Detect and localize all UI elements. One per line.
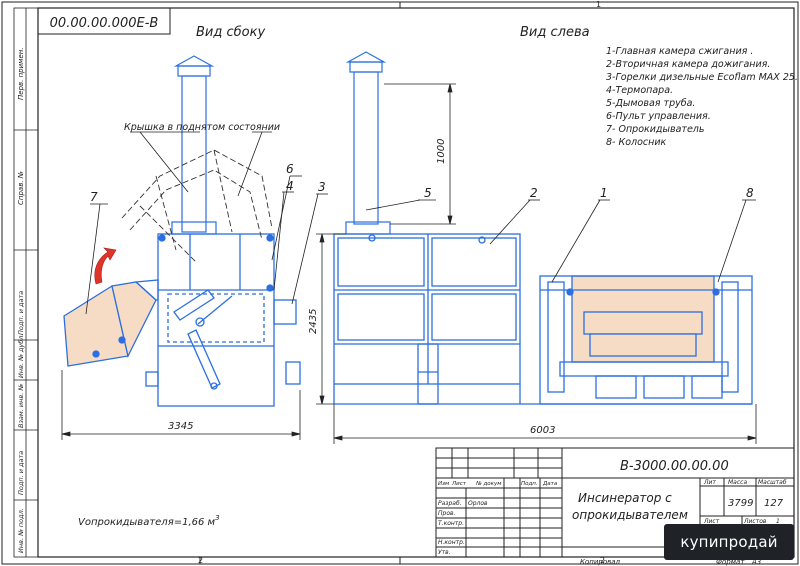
tb-role-dev: Разраб. xyxy=(438,500,462,507)
tipper-bucket xyxy=(63,279,159,367)
dim-1000 xyxy=(384,83,456,225)
callout-3: 3 xyxy=(318,180,326,194)
callout-1: 1 xyxy=(600,186,608,200)
callout-8: 8 xyxy=(746,186,754,200)
tb-hdr-sign: Подп. xyxy=(521,481,538,487)
left-view: 5 2 1 8 1000 2435 6003 xyxy=(308,51,757,444)
rotation-arrow xyxy=(94,247,117,285)
grid-mark-bottom-left: 2 xyxy=(198,556,203,565)
raised-lid-dashed xyxy=(121,149,273,263)
tb-sheet: Лист xyxy=(703,518,720,525)
callout-6: 6 xyxy=(286,162,294,176)
lid-note: Крышка в поднятом состоянии xyxy=(124,122,280,133)
watermark-text: купипродай xyxy=(680,533,778,551)
tb-code: В-3000.00.00.00 xyxy=(620,459,729,474)
side-stamp-strip xyxy=(13,7,39,558)
callout-5: 5 xyxy=(424,186,432,200)
dim-6003 xyxy=(333,404,757,444)
legend: 1-Главная камера сжигания . 2-Вторичная … xyxy=(606,46,798,148)
side-label-1: Перв. примен. xyxy=(17,47,25,100)
grid-mark-top: 1 xyxy=(596,0,601,9)
tb-col-lit: Лит xyxy=(703,479,716,486)
legend-item-8: 8- Колосник xyxy=(606,137,667,148)
tb-hdr-change: Изм xyxy=(438,481,449,487)
dim-3345-label: 3345 xyxy=(168,421,193,432)
tb-role-approve: Утв. xyxy=(438,549,451,556)
tb-col-mass: Масса xyxy=(728,479,747,486)
tb-format-value: А3 xyxy=(751,558,761,566)
tb-name-line1: Инсинератор с xyxy=(578,491,672,505)
grid-mark-bottom-mid: 2 xyxy=(600,556,605,565)
left-leaders xyxy=(365,199,756,283)
side-label-2: Справ. № xyxy=(17,171,25,205)
tb-hdr-sheet: Лист xyxy=(451,481,467,487)
tb-col-scale: Масштаб xyxy=(758,479,787,486)
main-chamber xyxy=(539,275,753,405)
tb-role-ncontrol: Н.контр. xyxy=(438,539,465,546)
tb-sheets-num: 1 xyxy=(776,518,780,525)
dim-2435 xyxy=(316,233,346,405)
side-label-7: Инв. № подл. xyxy=(17,508,25,553)
tb-role-tcontrol: Т.контр. xyxy=(438,520,464,527)
dim-3345 xyxy=(61,370,301,440)
tb-dev-name: Орлов xyxy=(468,500,488,507)
callout-7: 7 xyxy=(90,190,98,204)
side-view: Крышка в поднятом состоянии 7 6 4 3 3345 xyxy=(61,55,328,440)
side-label-3: Подп. и дата xyxy=(17,291,25,335)
dim-2435-label: 2435 xyxy=(308,309,319,334)
code-box-topleft xyxy=(37,7,171,35)
tb-hdr-date: Дата xyxy=(542,481,558,487)
tb-copied: Копировал xyxy=(580,558,621,566)
legend-item-4: 4-Термопара. xyxy=(606,85,673,96)
side-linkage xyxy=(173,289,233,390)
view-side-title: Вид сбоку xyxy=(196,25,265,40)
legend-item-1: 1-Главная камера сжигания . xyxy=(606,46,753,57)
dim-1000-label: 1000 xyxy=(436,139,447,164)
callout-4: 4 xyxy=(286,179,294,193)
legend-item-5: 5-Дымовая труба. xyxy=(606,98,695,109)
title-block xyxy=(435,447,795,558)
left-chimney xyxy=(345,51,391,235)
tb-mass: 3799 xyxy=(728,498,753,509)
secondary-chamber xyxy=(333,233,540,405)
tb-sheets: Листов xyxy=(743,518,767,525)
side-label-4: Инв. № дубл. xyxy=(17,334,25,378)
watermark-badge: купипродай xyxy=(664,524,794,560)
side-label-6: Подп. и дата xyxy=(17,451,25,495)
side-body xyxy=(145,233,301,407)
legend-item-2: 2-Вторичная камера дожигания. xyxy=(606,59,770,70)
code-mirrored: 00.00.00.000Е-В xyxy=(50,16,159,31)
side-chimney xyxy=(171,55,217,235)
tb-hdr-doc: № докум xyxy=(475,481,501,487)
side-leaders xyxy=(85,131,328,315)
view-left-title: Вид слева xyxy=(520,25,590,40)
tb-format-label: Формат xyxy=(716,558,745,566)
legend-item-3: 3-Горелки дизельные Ecoflam MAX 25. xyxy=(606,72,798,83)
tb-scale: 127 xyxy=(764,498,784,509)
legend-item-7: 7- Опрокидыватель xyxy=(606,124,704,135)
volume-note: Vопрокидывателя=1,66 м3 xyxy=(78,514,220,528)
legend-item-6: 6-Пульт управления. xyxy=(606,111,711,122)
dim-6003-label: 6003 xyxy=(530,425,555,436)
tb-name-line2: опрокидывателем xyxy=(572,508,688,522)
callout-2: 2 xyxy=(530,186,538,200)
side-label-5: Взам. инв. № xyxy=(17,384,25,428)
tb-role-check: Пров. xyxy=(438,510,456,517)
